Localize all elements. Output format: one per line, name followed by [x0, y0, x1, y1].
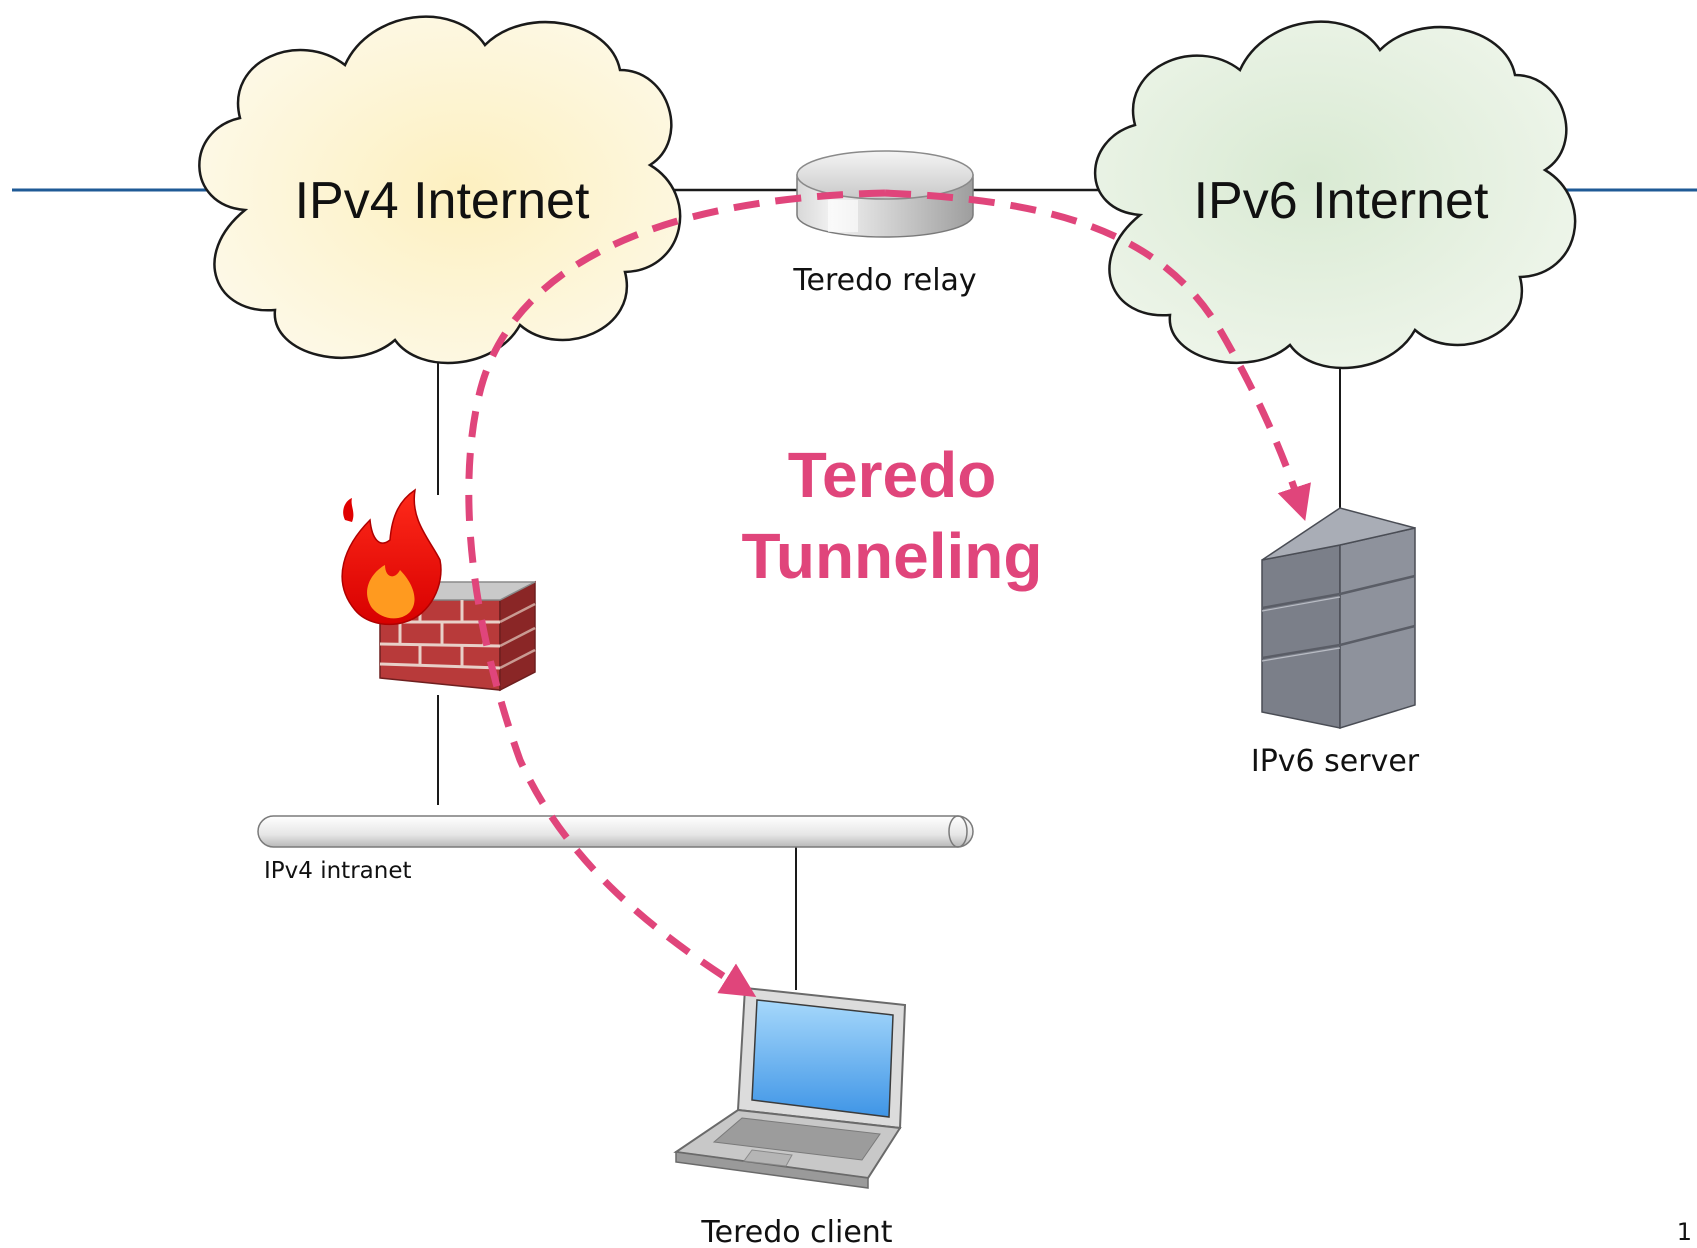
network-bus-icon	[257, 815, 974, 848]
teredo-client-node[interactable]: Teredo client	[673, 986, 907, 1248]
firewall-node[interactable]	[341, 488, 536, 692]
ipv6-server-node[interactable]: IPv6 server	[1251, 507, 1420, 779]
ipv4-intranet-node[interactable]: IPv4 intranet	[257, 815, 974, 884]
diagram-title: Teredo Tunneling	[742, 439, 1043, 592]
ipv6-internet-label: IPv6 Internet	[1194, 172, 1489, 230]
cloud-icon	[1093, 20, 1577, 370]
teredo-relay-label: Teredo relay	[792, 263, 976, 298]
ipv4-internet-cloud: IPv4 Internet	[198, 15, 682, 365]
ipv6-server-label: IPv6 server	[1251, 744, 1420, 779]
server-icon	[1261, 507, 1416, 730]
title-line-2: Tunneling	[742, 520, 1043, 592]
connector-links	[437, 360, 1341, 990]
ipv4-internet-label: IPv4 Internet	[295, 172, 590, 230]
tunnel-path-client-leg	[465, 189, 886, 997]
title-line-1: Teredo	[788, 439, 997, 511]
teredo-relay-node[interactable]: Teredo relay	[792, 150, 977, 298]
tunnel-path	[465, 189, 1311, 997]
laptop-icon	[673, 986, 907, 1189]
ipv4-intranet-label: IPv4 intranet	[264, 858, 412, 884]
firewall-icon	[341, 488, 536, 692]
tunnel-path-server-leg	[884, 189, 1311, 521]
teredo-client-label: Teredo client	[700, 1215, 892, 1248]
ipv6-internet-cloud: IPv6 Internet	[1093, 20, 1577, 370]
page-number: 1	[1677, 1218, 1692, 1246]
router-icon	[796, 150, 974, 238]
